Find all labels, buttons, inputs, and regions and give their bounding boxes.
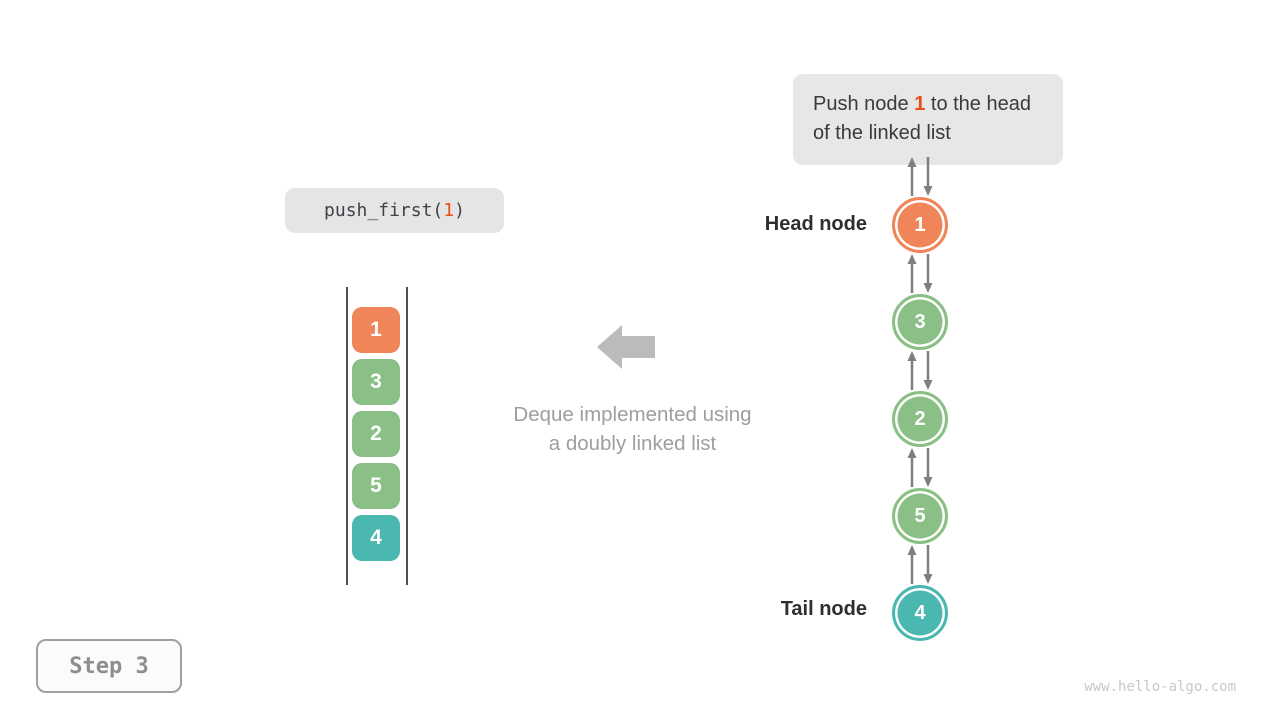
code-text-suffix: ) [454, 200, 465, 221]
list-node-circle: 4 [892, 585, 948, 641]
linked-list-node-slot: 3 [892, 254, 948, 350]
caption-line2: a doubly linked list [548, 432, 717, 455]
code-highlight-value: 1 [443, 200, 455, 221]
linked-list-node-slot: 5 [892, 448, 948, 544]
deque-array-cell-value: 3 [370, 370, 382, 393]
step-label: Step 3 [69, 653, 149, 679]
deque-array-cell-value: 1 [370, 318, 382, 341]
doubly-link-arrows-icon [907, 254, 933, 293]
stack-right-rail [406, 287, 408, 585]
list-node-circle: 1 [892, 197, 948, 253]
code-text-prefix: push_first( [324, 200, 444, 221]
deque-array-cell: 2 [352, 411, 400, 457]
instruction-highlight-value: 1 [914, 93, 926, 115]
linked-list-node-slot: 1 [892, 157, 948, 253]
doubly-link-arrows-icon [907, 545, 933, 584]
instruction-text-prefix: Push node [813, 93, 915, 115]
doubly-link-arrows-icon [907, 157, 933, 196]
list-node-value: 3 [914, 310, 926, 333]
doubly-link-arrows-icon [907, 351, 933, 390]
deque-array: 1 3 2 5 4 [352, 307, 400, 561]
deque-array-cell: 3 [352, 359, 400, 405]
list-node-value: 1 [914, 213, 926, 236]
list-node-value: 4 [914, 601, 926, 624]
instruction-text-suffix: to the head of the linked list [813, 93, 1031, 144]
left-arrow-shape [597, 325, 655, 369]
instruction-box: Push node 1 to the head of the linked li… [793, 74, 1063, 165]
code-box: push_first(1) [285, 188, 504, 233]
caption-line1: Deque implemented using [513, 403, 752, 426]
deque-array-cell-value: 4 [370, 526, 382, 549]
list-node-value: 2 [914, 407, 926, 430]
linked-list-node-slot: 4 [892, 545, 948, 641]
list-node-circle: 3 [892, 294, 948, 350]
stack-left-rail [346, 287, 348, 585]
list-node-circle: 2 [892, 391, 948, 447]
deque-array-cell: 4 [352, 515, 400, 561]
list-node-value: 5 [914, 504, 926, 527]
linked-list: 1 3 2 [892, 157, 948, 641]
linked-list-node-slot: 2 [892, 351, 948, 447]
head-node-label: Head node [764, 213, 867, 235]
list-node-circle: 5 [892, 488, 948, 544]
deque-array-cell-value: 2 [370, 422, 382, 445]
deque-array-cell-value: 5 [370, 474, 382, 497]
step-badge: Step 3 [36, 639, 182, 693]
caption: Deque implemented using a doubly linked … [480, 400, 785, 458]
watermark: www.hello-algo.com [1084, 679, 1236, 695]
left-arrow-icon [597, 325, 655, 369]
tail-node-label: Tail node [780, 598, 867, 620]
doubly-link-arrows-icon [907, 448, 933, 487]
deque-array-cell: 1 [352, 307, 400, 353]
deque-array-cell: 5 [352, 463, 400, 509]
